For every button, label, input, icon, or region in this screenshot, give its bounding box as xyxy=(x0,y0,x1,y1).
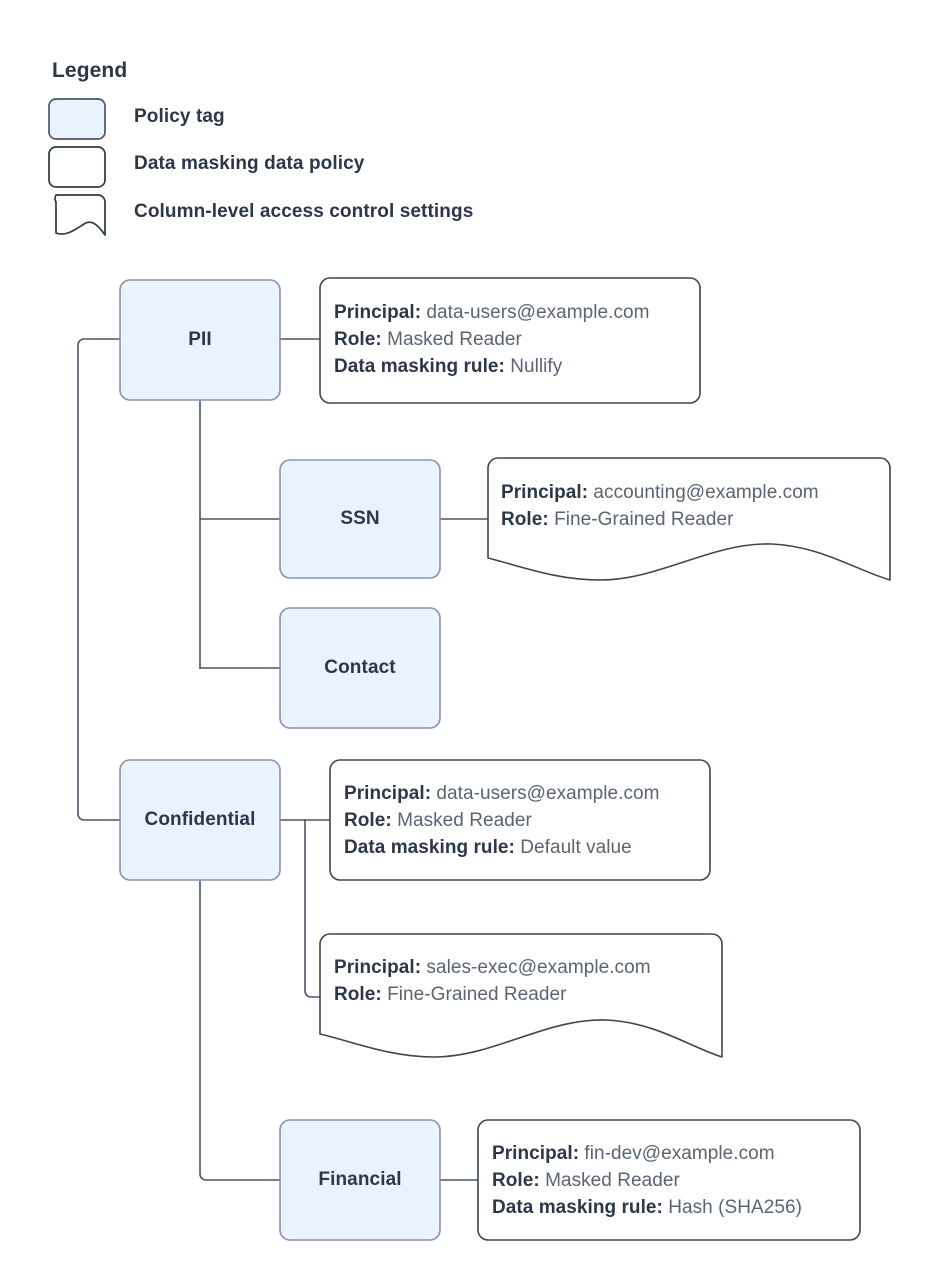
callout-line-label: Role: xyxy=(492,1170,540,1191)
column-access-swatch xyxy=(54,194,106,236)
callout-line-label: Data masking rule: xyxy=(334,356,505,377)
callout-line: Principal: fin-dev@example.com xyxy=(492,1140,802,1167)
callout-ssn-access[interactable] xyxy=(487,457,891,581)
callout-line: Role: Fine-Grained Reader xyxy=(501,506,819,533)
callout-line-value: sales-exec@example.com xyxy=(421,957,651,978)
callout-line: Role: Masked Reader xyxy=(344,807,660,834)
callout-line-value: Default value xyxy=(514,837,632,858)
connector-confidential-to-access-callout xyxy=(304,819,321,998)
callout-line-label: Principal: xyxy=(501,482,589,503)
callout-line-value: Masked Reader xyxy=(539,1170,680,1191)
callout-line-label: Principal: xyxy=(344,783,432,804)
legend-item-label-data-policy: Data masking data policy xyxy=(134,153,365,174)
callout-line-value: data-users@example.com xyxy=(421,302,650,323)
callout-pii-policy[interactable] xyxy=(319,277,701,404)
callout-line: Data masking rule: Nullify xyxy=(334,353,650,380)
callout-line-value: accounting@example.com xyxy=(588,482,819,503)
callout-line-label: Data masking rule: xyxy=(492,1197,663,1218)
callout-line: Principal: accounting@example.com xyxy=(501,479,819,506)
node-pii[interactable] xyxy=(119,279,281,401)
callout-line: Role: Masked Reader xyxy=(334,326,650,353)
connector-lines xyxy=(77,338,489,1181)
node-confidential[interactable] xyxy=(119,759,281,881)
callout-line-value: fin-dev@example.com xyxy=(579,1143,775,1164)
callout-line-label: Data masking rule: xyxy=(344,837,515,858)
callout-line-value: Fine-Grained Reader xyxy=(548,509,734,530)
callout-line: Principal: sales-exec@example.com xyxy=(334,954,651,981)
callout-line-value: data-users@example.com xyxy=(431,783,660,804)
callout-confidential-policy[interactable] xyxy=(329,759,711,881)
connector-confidential-to-financial xyxy=(199,879,281,1181)
callout-line: Role: Masked Reader xyxy=(492,1167,802,1194)
policy-tag-swatch xyxy=(48,98,106,140)
legend-title: Legend xyxy=(52,59,128,82)
node-contact[interactable] xyxy=(279,607,441,729)
node-ssn[interactable] xyxy=(279,459,441,579)
callout-line-value: Nullify xyxy=(504,356,563,377)
callout-line-label: Role: xyxy=(344,810,392,831)
callout-line: Principal: data-users@example.com xyxy=(334,299,650,326)
callout-line-value: Fine-Grained Reader xyxy=(381,984,567,1005)
node-financial[interactable] xyxy=(279,1119,441,1241)
callout-line-label: Principal: xyxy=(334,957,422,978)
callout-line-value: Masked Reader xyxy=(391,810,532,831)
callout-confidential-access[interactable] xyxy=(319,933,723,1058)
data-policy-swatch xyxy=(48,146,106,188)
callout-line-label: Role: xyxy=(334,329,382,350)
callout-line: Role: Fine-Grained Reader xyxy=(334,981,651,1008)
legend-item-label-column-access: Column-level access control settings xyxy=(134,201,474,222)
callout-line-label: Principal: xyxy=(492,1143,580,1164)
callout-line-label: Role: xyxy=(501,509,549,530)
legend-item-label-policy-tag: Policy tag xyxy=(134,106,225,127)
callout-line-label: Role: xyxy=(334,984,382,1005)
callout-line-value: Masked Reader xyxy=(381,329,522,350)
callout-line-value: Hash (SHA256) xyxy=(662,1197,802,1218)
callout-line: Principal: data-users@example.com xyxy=(344,780,660,807)
callout-line: Data masking rule: Default value xyxy=(344,834,660,861)
callout-financial-policy[interactable] xyxy=(477,1119,861,1241)
callout-line: Data masking rule: Hash (SHA256) xyxy=(492,1194,802,1221)
callout-line-label: Principal: xyxy=(334,302,422,323)
connector-pii-to-confidential xyxy=(77,338,121,821)
